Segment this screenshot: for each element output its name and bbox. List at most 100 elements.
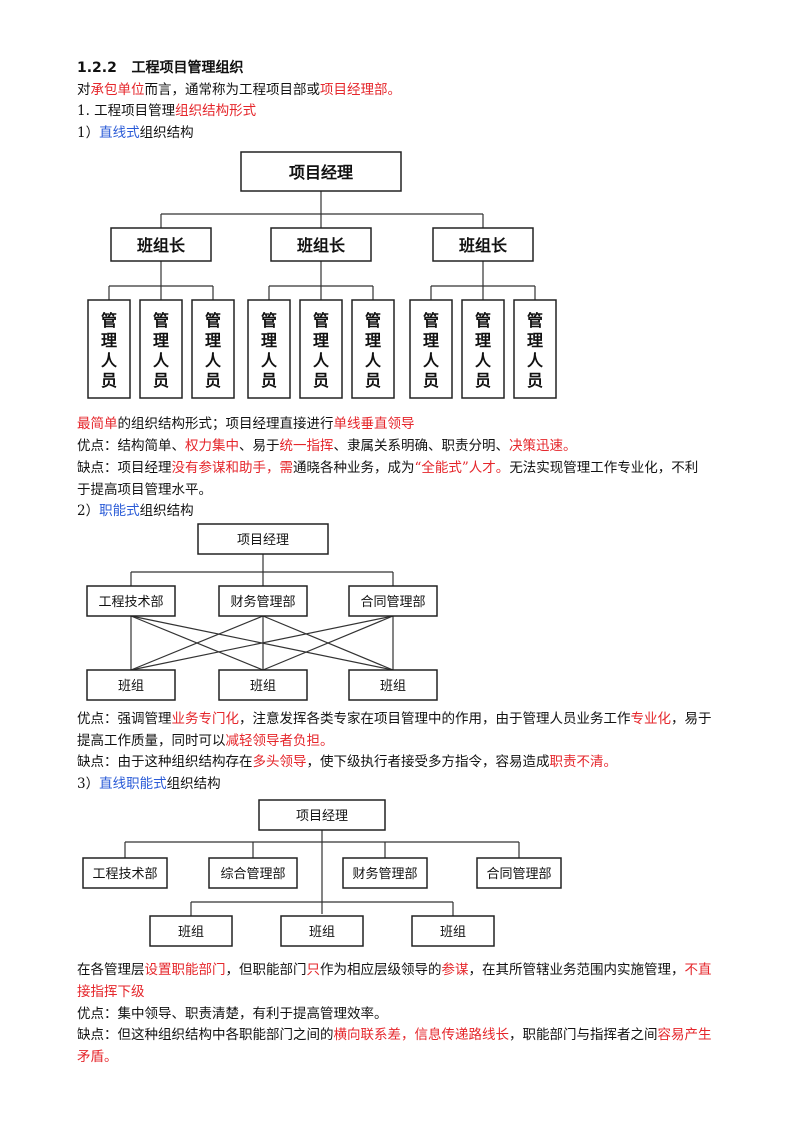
dept-node: 财务管理部	[342, 857, 428, 889]
staff-node: 管理人员	[191, 299, 235, 399]
item-number: 1）	[77, 125, 100, 141]
highlight: 最简单	[77, 416, 118, 432]
staff-node: 管理人员	[409, 299, 453, 399]
team-label: 班组	[250, 679, 276, 694]
manager-label: 项目经理	[296, 809, 348, 824]
item-number: 3）	[77, 776, 100, 792]
staff-label-char: 管	[313, 311, 329, 330]
leader-node: 班组长	[110, 227, 212, 262]
team-label: 班组	[309, 925, 335, 940]
highlight: 横向联系差，信息传递路线长	[333, 1027, 510, 1043]
dept-label: 财务管理部	[352, 866, 417, 882]
leader-label: 班组长	[459, 236, 508, 255]
team-node: 班组	[280, 915, 364, 947]
text: ，职能部门与指挥者之间	[509, 1027, 658, 1043]
staff-label-char: 员	[313, 371, 329, 390]
text: 作为相应层级领导的	[320, 962, 442, 978]
highlight: 专业化	[630, 711, 672, 727]
text: 缺点：由于这种组织结构存在	[77, 754, 253, 770]
highlight: 减轻领导者负担。	[225, 733, 334, 749]
staff-node: 管理人员	[139, 299, 183, 399]
highlight: 权力集中	[185, 438, 239, 454]
highlight: 单线垂直领导	[333, 416, 415, 432]
structure-3-definition-cont: 接指挥下级	[77, 984, 145, 1000]
intro-highlight: 承包单位	[90, 82, 145, 98]
staff-label-char: 管	[261, 311, 277, 330]
text: ，在其所管辖业务范围内实施管理，	[468, 962, 685, 978]
highlight: 职责不清。	[549, 754, 618, 770]
staff-label-char: 理	[101, 331, 117, 350]
structure-3-pros: 优点：集中领导、职责清楚，有利于提高管理效率。	[77, 1006, 388, 1022]
staff-node: 管理人员	[299, 299, 343, 399]
team-node: 班组	[348, 669, 438, 701]
manager-label: 项目经理	[237, 533, 289, 548]
text: ，注意发挥各类专家在项目管理中的作用，由于管理人员业务工作	[239, 711, 631, 727]
staff-node: 管理人员	[87, 299, 131, 399]
intro-highlight: 项目经理部。	[320, 82, 401, 98]
text: 通晓各种业务，成为	[293, 460, 415, 476]
staff-label-char: 理	[365, 331, 381, 350]
team-node: 班组	[218, 669, 308, 701]
text: 无法实现管理工作专业化，不利	[509, 460, 699, 476]
highlight: 多头领导	[252, 754, 307, 770]
line-functional-structure-chart: 项目经理 工程技术部 综合管理部 财务管理部 合同管理部 班组 班组 班组	[82, 799, 562, 947]
staff-label-char: 理	[423, 331, 439, 350]
text: 、易于	[239, 438, 280, 454]
item-text: 组织结构	[139, 125, 194, 141]
intro-paragraph: 对承包单位而言，通常称为工程项目部或项目经理部。	[77, 79, 401, 101]
dept-label: 工程技术部	[98, 595, 163, 610]
item-number: 2）	[77, 503, 100, 519]
team-label: 班组	[440, 925, 466, 940]
structure-3-cons-cont: 矛盾。	[77, 1049, 118, 1065]
staff-label-char: 理	[205, 331, 221, 350]
staff-label-char: 人	[423, 351, 440, 370]
functional-structure-chart: 项目经理 工程技术部 财务管理部 合同管理部 班组 班组 班组	[86, 523, 438, 701]
subsection-highlight: 组织结构形式	[175, 103, 257, 119]
team-node: 班组	[149, 915, 233, 947]
manager-node: 项目经理	[197, 523, 329, 555]
staff-label-char: 管	[101, 311, 117, 330]
structure-1-cons: 缺点：项目经理没有参谋和助手，需通晓各种业务，成为“全能式”人才。无法实现管理工…	[77, 457, 698, 479]
structure-2-pros-cont: 提高工作质量，同时可以减轻领导者负担。	[77, 730, 334, 752]
staff-label-char: 员	[527, 371, 543, 390]
section-heading: 1.2.2 工程项目管理组织	[77, 57, 244, 79]
dept-node: 财务管理部	[218, 585, 308, 617]
highlight: 设置职能部门	[144, 962, 226, 978]
manager-node: 项目经理	[240, 151, 402, 192]
staff-label-char: 管	[527, 311, 543, 330]
staff-label-char: 理	[527, 331, 543, 350]
highlight: 参谋	[441, 962, 469, 978]
staff-label-char: 人	[365, 351, 382, 370]
staff-label-char: 员	[205, 371, 221, 390]
leader-node: 班组长	[432, 227, 534, 262]
structure-1-cons-cont: 于提高项目管理水平。	[77, 482, 212, 498]
staff-label-char: 员	[101, 371, 117, 390]
dept-node: 综合管理部	[208, 857, 298, 889]
staff-label-char: 理	[261, 331, 277, 350]
text: 优点：强调管理	[77, 711, 172, 727]
staff-label-char: 人	[101, 351, 118, 370]
highlight: 容易产生	[657, 1027, 712, 1043]
staff-label-char: 管	[365, 311, 381, 330]
dept-node: 合同管理部	[476, 857, 562, 889]
staff-label-char: 管	[205, 311, 221, 330]
dept-label: 综合管理部	[220, 867, 285, 882]
team-label: 班组	[118, 679, 144, 694]
structure-1-title: 1）直线式组织结构	[77, 122, 194, 144]
text: 的组织结构形式；项目经理直接进行	[117, 416, 334, 432]
staff-label-char: 管	[423, 311, 439, 330]
highlight: 决策迅速。	[509, 438, 577, 454]
dept-label: 合同管理部	[486, 867, 551, 882]
text: 在各管理层	[77, 962, 145, 978]
item-text: 组织结构	[166, 776, 221, 792]
staff-label-char: 人	[527, 351, 544, 370]
intro-text: 对	[77, 82, 91, 98]
team-node: 班组	[86, 669, 176, 701]
text: 提高工作质量，同时可以	[77, 733, 226, 749]
line-structure-chart: 项目经理 班组长 班组长 班组长 管理人员管理人员管理人员管理人员管理人员管理人…	[87, 151, 557, 399]
dept-node: 工程技术部	[82, 857, 168, 889]
staff-label-char: 员	[365, 371, 381, 390]
leader-node: 班组长	[270, 227, 372, 262]
staff-label-char: 理	[153, 331, 169, 350]
subsection-text: 1. 工程项目管理	[77, 103, 176, 119]
